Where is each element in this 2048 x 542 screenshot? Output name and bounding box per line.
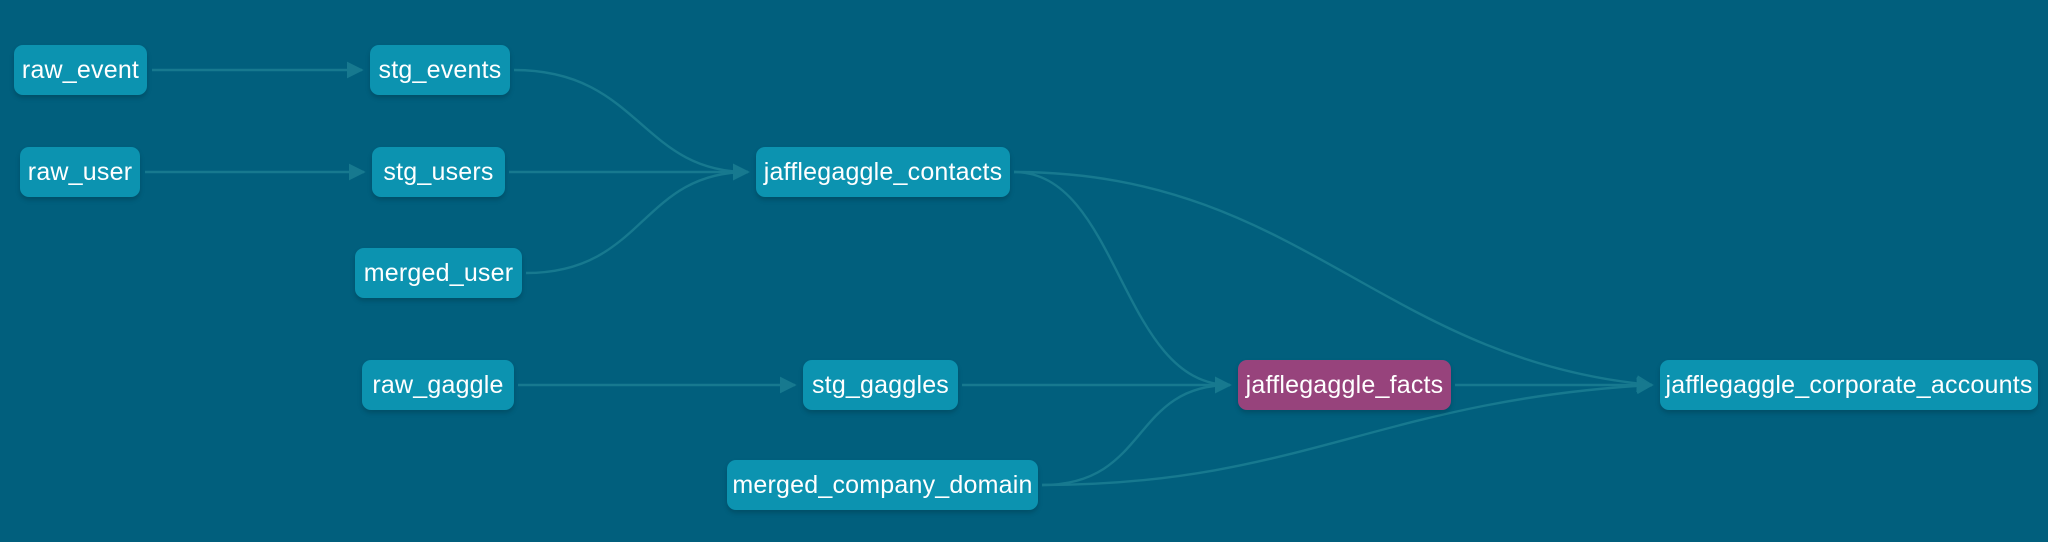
edge-merged_company_domain-to-jafflegaggle_facts[interactable] xyxy=(1041,376,1232,487)
node-stg_users[interactable]: stg_users xyxy=(372,147,505,197)
node-label-jafflegaggle_facts: jafflegaggle_facts xyxy=(1245,370,1444,399)
node-label-merged_company_domain: merged_company_domain xyxy=(732,470,1033,499)
node-label-raw_user: raw_user xyxy=(27,157,133,186)
node-label-jafflegaggle_contacts: jafflegaggle_contacts xyxy=(763,157,1003,186)
node-raw_gaggle[interactable]: raw_gaggle xyxy=(362,360,514,410)
edge-jafflegaggle_contacts-to-jafflegaggle_facts[interactable] xyxy=(1013,170,1232,394)
node-jafflegaggle_corporate_accounts[interactable]: jafflegaggle_corporate_accounts xyxy=(1660,360,2038,410)
node-label-stg_users: stg_users xyxy=(383,157,494,186)
edge-stg_events-to-jafflegaggle_contacts[interactable] xyxy=(513,68,750,181)
node-stg_events[interactable]: stg_events xyxy=(370,45,510,95)
node-merged_user[interactable]: merged_user xyxy=(355,248,522,298)
node-raw_event[interactable]: raw_event xyxy=(14,45,147,95)
node-label-merged_user: merged_user xyxy=(363,258,514,287)
edge-merged_user-to-jafflegaggle_contacts[interactable] xyxy=(525,163,750,275)
node-label-jafflegaggle_corporate_accounts: jafflegaggle_corporate_accounts xyxy=(1665,370,2033,399)
node-label-raw_gaggle: raw_gaggle xyxy=(372,370,504,399)
node-stg_gaggles[interactable]: stg_gaggles xyxy=(803,360,958,410)
node-jafflegaggle_contacts[interactable]: jafflegaggle_contacts xyxy=(756,147,1010,197)
node-label-raw_event: raw_event xyxy=(21,55,140,84)
node-raw_user[interactable]: raw_user xyxy=(20,147,140,197)
node-merged_company_domain[interactable]: merged_company_domain xyxy=(727,460,1038,510)
node-label-stg_gaggles: stg_gaggles xyxy=(811,370,950,399)
edge-jafflegaggle_contacts-to-jafflegaggle_corporate_accounts[interactable] xyxy=(1013,170,1654,392)
node-jafflegaggle_facts[interactable]: jafflegaggle_facts xyxy=(1238,360,1451,410)
node-label-stg_events: stg_events xyxy=(378,55,502,84)
